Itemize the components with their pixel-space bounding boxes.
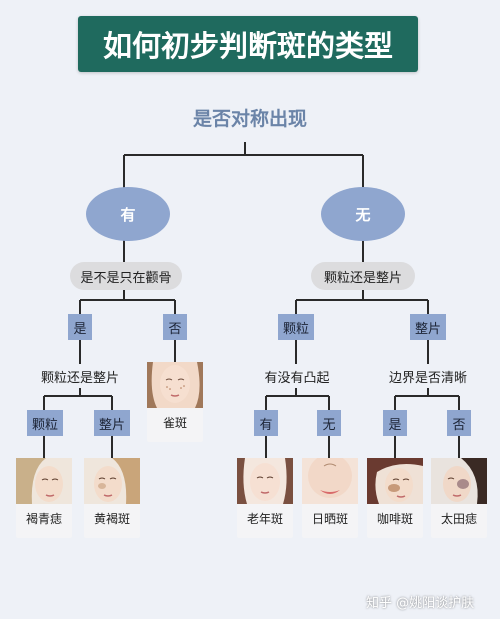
result-nevus-of-ota: 太田痣 [440, 512, 477, 526]
question-border-clear: 边界是否清晰 [388, 370, 467, 386]
label-raised-no: 无 [317, 410, 341, 436]
result-card-cafe-au-lait: 咖啡斑 [367, 458, 423, 538]
label-granular: 颗粒 [278, 314, 314, 340]
result-cafe-au-lait: 咖啡斑 [376, 512, 413, 526]
node-no-symmetric: 无 [321, 187, 405, 241]
label-border-yes: 是 [383, 410, 407, 436]
face-portrait-icon [367, 458, 423, 504]
result-card-hori-nevus: 褐青痣 [16, 458, 72, 538]
question-granular-or-patch-right: 颗粒还是整片 [311, 262, 415, 290]
face-portrait-icon [147, 362, 203, 408]
result-card-melasma: 黄褐斑 [84, 458, 140, 538]
face-portrait-icon [84, 458, 140, 504]
result-card-solar-lentigo: 日晒斑 [302, 458, 358, 538]
label-yes: 是 [68, 314, 92, 340]
label-raised-yes: 有 [254, 410, 278, 436]
result-card-nevus-of-ota: 太田痣 [431, 458, 487, 538]
face-portrait-icon [237, 458, 293, 504]
face-portrait-icon [302, 458, 358, 504]
node-yes-symmetric: 有 [86, 187, 170, 241]
question-raised: 有没有凸起 [264, 370, 330, 386]
watermark: 知乎 @姚阳谈护肤 [366, 596, 475, 611]
result-senile-lentigo: 老年斑 [246, 512, 283, 526]
result-solar-lentigo: 日晒斑 [311, 512, 348, 526]
question-granular-or-patch-left: 颗粒还是整片 [40, 370, 119, 386]
result-hori-nevus: 褐青痣 [25, 512, 62, 526]
question-cheekbone: 是不是只在颧骨 [70, 262, 182, 290]
root-question: 是否对称出现 [192, 108, 307, 130]
label-border-no: 否 [447, 410, 471, 436]
face-portrait-icon [431, 458, 487, 504]
label-no: 否 [163, 314, 187, 340]
result-card-senile-lentigo: 老年斑 [237, 458, 293, 538]
label-patch: 整片 [410, 314, 446, 340]
result-card-freckle: 雀斑 [147, 362, 203, 442]
diagram-title: 如何初步判断斑的类型 [78, 16, 418, 72]
label-patch-sub: 整片 [94, 410, 130, 436]
label-granular-sub: 颗粒 [27, 410, 63, 436]
face-portrait-icon [16, 458, 72, 504]
result-freckle: 雀斑 [162, 416, 187, 430]
result-melasma: 黄褐斑 [93, 512, 130, 526]
